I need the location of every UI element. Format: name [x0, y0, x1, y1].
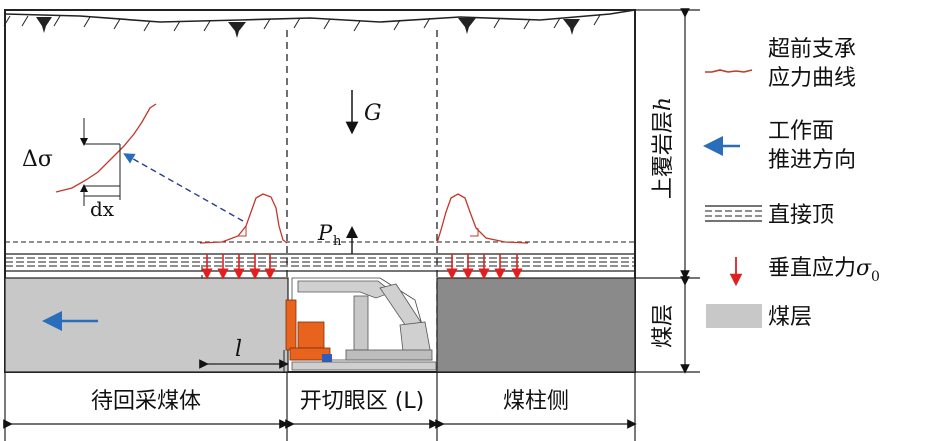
ph-subscript: h — [333, 234, 342, 249]
l-dimension — [199, 350, 289, 372]
coal-side-text: 煤层 — [651, 304, 676, 348]
svg-text:上覆岩层h: 上覆岩层h — [651, 97, 676, 199]
ground-cracks — [36, 17, 580, 38]
legend-roof-text: 直接顶 — [768, 203, 834, 228]
immediate-roof — [5, 241, 635, 272]
dx-label: dx — [90, 197, 115, 221]
legend-vstress-text: 垂直应力 — [768, 256, 856, 281]
ground-hatch — [3, 14, 601, 32]
model-frame — [4, 9, 636, 373]
legend-advance-line1: 工作面 — [768, 119, 834, 144]
zoom-leader — [123, 153, 244, 222]
legend-curve-swatch — [705, 69, 753, 73]
delta-sigma-construction — [80, 118, 121, 206]
overburden-text: 上覆岩层 — [651, 111, 676, 199]
legend-roof-swatch — [705, 205, 762, 222]
stress-increment-steps — [238, 226, 479, 237]
legend-coal-text: 煤层 — [768, 305, 812, 330]
region-right-label: 煤柱侧 — [503, 389, 569, 414]
opening-boundaries — [286, 30, 438, 372]
legend-vstress-symbol: σ — [856, 256, 872, 281]
legend-curve-line1: 超前支承 — [768, 37, 856, 62]
coal-side-label: 煤层 — [651, 304, 676, 348]
overburden-label: 上覆岩层h — [651, 97, 676, 199]
ph-label: P — [317, 221, 333, 245]
coal-seam-left — [4, 277, 289, 373]
legend-coal-swatch — [706, 304, 762, 328]
legend-curve-line2: 应力曲线 — [768, 66, 856, 91]
region-middle-label: 开切眼区 (L) — [300, 389, 424, 414]
l-label: l — [235, 337, 242, 362]
hydraulic-support — [285, 277, 437, 371]
overburden-h: h — [651, 97, 676, 111]
legend-advance-line2: 推进方向 — [768, 148, 856, 173]
legend-vstress-sub: 0 — [871, 269, 880, 285]
abutment-stress-curves — [55, 103, 529, 244]
delta-sigma-label: Δσ — [22, 147, 53, 172]
legend-vstress: 垂直应力σ0 — [768, 256, 880, 285]
coal-pillar — [436, 277, 636, 373]
vertical-stress-arrows — [201, 254, 523, 280]
region-left-label: 待回采煤体 — [91, 389, 201, 414]
legend: 超前支承 应力曲线 工作面 推进方向 直接顶 垂直应力σ0 煤层 — [703, 37, 880, 330]
bottom-dimension — [3, 372, 637, 441]
side-dimension — [635, 8, 700, 374]
ground-surface — [4, 9, 636, 23]
gravity-label: G — [364, 101, 382, 126]
